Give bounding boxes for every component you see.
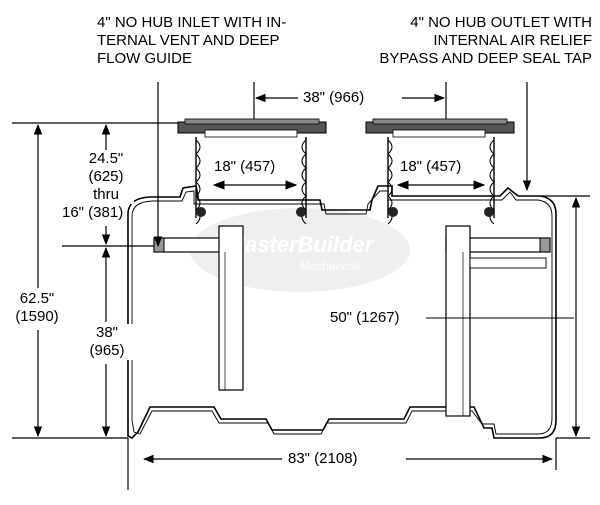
outlet-callout: 4" NO HUB OUTLET WITH INTERNAL AIR RELIE… bbox=[379, 14, 592, 67]
watermark-main: MasterBuilder bbox=[227, 232, 375, 257]
inlet-diameter-label: 18" (457) bbox=[214, 158, 276, 175]
riser-range-bottom-label: 16" (381) bbox=[62, 204, 124, 222]
port-spacing-label: 38" (966) bbox=[303, 89, 365, 107]
watermark-sub: Mechanical bbox=[300, 259, 361, 273]
body-height-label: 50" (1267) bbox=[330, 309, 400, 327]
inlet-callout: 4" NO HUB INLET WITH IN- TERNAL VENT AND… bbox=[97, 14, 287, 67]
outlet-diameter-label: 18" (457) bbox=[400, 158, 462, 175]
tank-outline bbox=[127, 185, 557, 439]
riser-range-top-mm-label: (625) bbox=[78, 168, 134, 186]
overall-length-label: 83" (2108) bbox=[288, 450, 358, 468]
outlet-pipe bbox=[445, 225, 551, 417]
watermark: MasterBuilder Mechanical bbox=[190, 208, 410, 292]
overall-height-label: 62.5" bbox=[2, 290, 72, 308]
riser-range-mid-label: thru bbox=[78, 186, 134, 204]
riser-range-top-label: 24.5" bbox=[78, 150, 134, 168]
overall-height-mm-label: (1590) bbox=[2, 308, 72, 326]
inlet-height-mm-label: (965) bbox=[80, 342, 134, 360]
inlet-pipe bbox=[153, 225, 244, 391]
inlet-height-label: 38" bbox=[80, 324, 134, 342]
outlet-access-cover bbox=[365, 118, 515, 225]
inlet-access-cover bbox=[177, 118, 327, 225]
